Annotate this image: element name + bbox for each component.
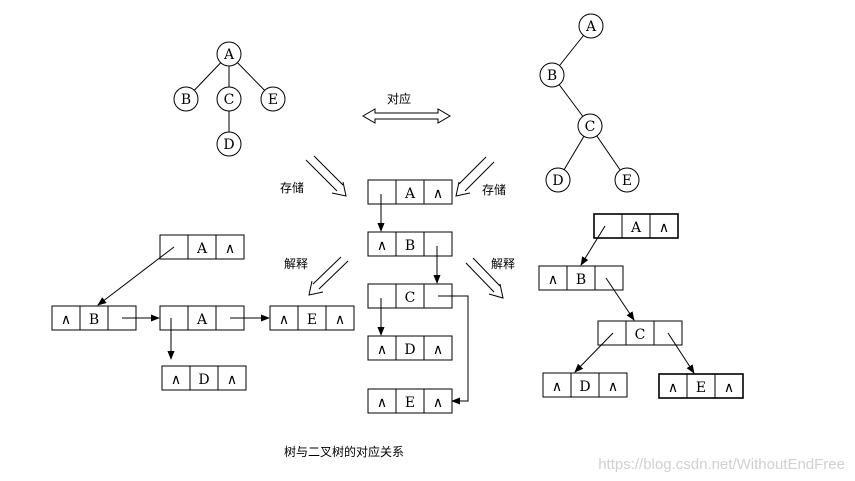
storage-a-data: A [404, 186, 416, 202]
binary-node-c: C [577, 113, 603, 139]
null-pointer: ∧ [61, 312, 71, 328]
null-pointer: ∧ [724, 380, 734, 396]
watermark: https://blog.csdn.net/WithoutEndFree [598, 456, 845, 473]
null-pointer: ∧ [548, 272, 558, 288]
storage-b-data: B [405, 238, 415, 254]
storage-row-a: A ∧ [367, 179, 453, 205]
binterp-pointer-c-to-d [574, 332, 614, 373]
storage-c-data: C [405, 290, 416, 306]
correspondence-arrow: 对应 [362, 91, 451, 124]
binterp-pointer-a-to-b [580, 225, 606, 266]
binary-node-e-label: E [622, 173, 632, 189]
binterp-node-c: C [597, 320, 683, 346]
binterp-d-data: D [579, 379, 590, 395]
null-pointer: ∧ [279, 312, 289, 328]
binterp-pointer-c-to-e [667, 332, 695, 374]
interpret-arrow-left [308, 256, 349, 296]
store-label-left: 存储 [280, 180, 304, 195]
interp-a-mid-data: A [196, 312, 208, 328]
tree-node-a: A [216, 41, 242, 67]
interp-e-data: E [307, 312, 317, 328]
binary-tree [551, 25, 628, 181]
null-pointer: ∧ [171, 372, 181, 388]
double-headed-arrow [362, 108, 451, 124]
binary-node-a: A [578, 13, 604, 39]
interp-node-e: ∧ E ∧ [269, 305, 355, 331]
null-pointer: ∧ [668, 380, 678, 396]
binterp-node-b: ∧ B [538, 265, 624, 291]
interp-d-data: D [198, 372, 209, 388]
null-pointer: ∧ [335, 312, 345, 328]
tree-node-c: C [216, 86, 242, 112]
tree-node-e-label: E [268, 92, 278, 108]
binary-node-d-label: D [552, 173, 563, 189]
null-pointer: ∧ [377, 238, 387, 254]
binary-interpretation: A ∧ ∧ B C ∧ D ∧ ∧ E [538, 213, 744, 399]
tree-node-b-label: B [181, 92, 191, 108]
storage-row-d: ∧ D ∧ [367, 335, 453, 361]
binterp-pointer-b-to-c [605, 277, 635, 321]
binterp-node-d: ∧ D ∧ [542, 372, 628, 398]
interp-b-data: B [89, 312, 99, 328]
correspond-label: 对应 [387, 91, 411, 106]
null-pointer: ∧ [377, 395, 387, 411]
interpret-label-right: 解释 [491, 257, 515, 271]
null-pointer: ∧ [433, 186, 443, 202]
storage-row-e: ∧ E ∧ [367, 388, 453, 414]
binterp-b-data: B [576, 272, 586, 288]
store-arrow-right [455, 156, 495, 197]
null-pointer: ∧ [433, 342, 443, 358]
interpret-label-left: 解释 [284, 257, 308, 271]
storage-d-data: D [404, 342, 415, 358]
tree-node-b: B [173, 86, 199, 112]
interp-node-a-top: A ∧ [159, 234, 245, 260]
null-pointer: ∧ [659, 220, 669, 236]
binary-node-b-label: B [547, 68, 557, 84]
null-pointer: ∧ [227, 372, 237, 388]
storage-e-data: E [405, 395, 415, 411]
storage-row-b: ∧ B [367, 231, 453, 257]
tree-node-d: D [216, 131, 242, 157]
binterp-c-data: C [635, 327, 646, 343]
interp-a-top-data: A [196, 241, 208, 257]
store-arrow-left [305, 155, 347, 197]
storage-structure: A ∧ ∧ B C ∧ D ∧ ∧ E [367, 179, 469, 414]
tree-node-e: E [260, 86, 286, 112]
null-pointer: ∧ [225, 241, 235, 257]
binterp-node-e: ∧ E ∧ [658, 373, 744, 399]
tree-node-d-label: D [223, 137, 234, 153]
binary-node-c-label: C [585, 119, 596, 135]
binary-node-b: B [539, 62, 565, 88]
null-pointer: ∧ [552, 379, 562, 395]
null-pointer: ∧ [608, 379, 618, 395]
interpret-arrow-right [465, 257, 504, 299]
binterp-a-data: A [630, 220, 642, 236]
tree-interpretation: A ∧ ∧ B A ∧ E ∧ ∧ D [51, 234, 355, 391]
binary-node-e: E [614, 167, 640, 193]
binary-node-a-label: A [585, 19, 597, 35]
null-pointer: ∧ [433, 395, 443, 411]
interp-pointer-a-to-b [97, 246, 175, 306]
binterp-e-data: E [696, 380, 706, 396]
pointer-c-to-e [438, 295, 469, 405]
interp-node-d: ∧ D ∧ [161, 365, 247, 391]
tree-node-a-label: A [223, 47, 235, 63]
binary-node-d: D [545, 167, 571, 193]
store-label-right: 存储 [482, 182, 506, 197]
null-pointer: ∧ [377, 342, 387, 358]
figure-caption: 树与二叉树的对应关系 [284, 444, 404, 459]
binterp-node-a: A ∧ [593, 213, 679, 239]
tree-node-c-label: C [224, 92, 235, 108]
